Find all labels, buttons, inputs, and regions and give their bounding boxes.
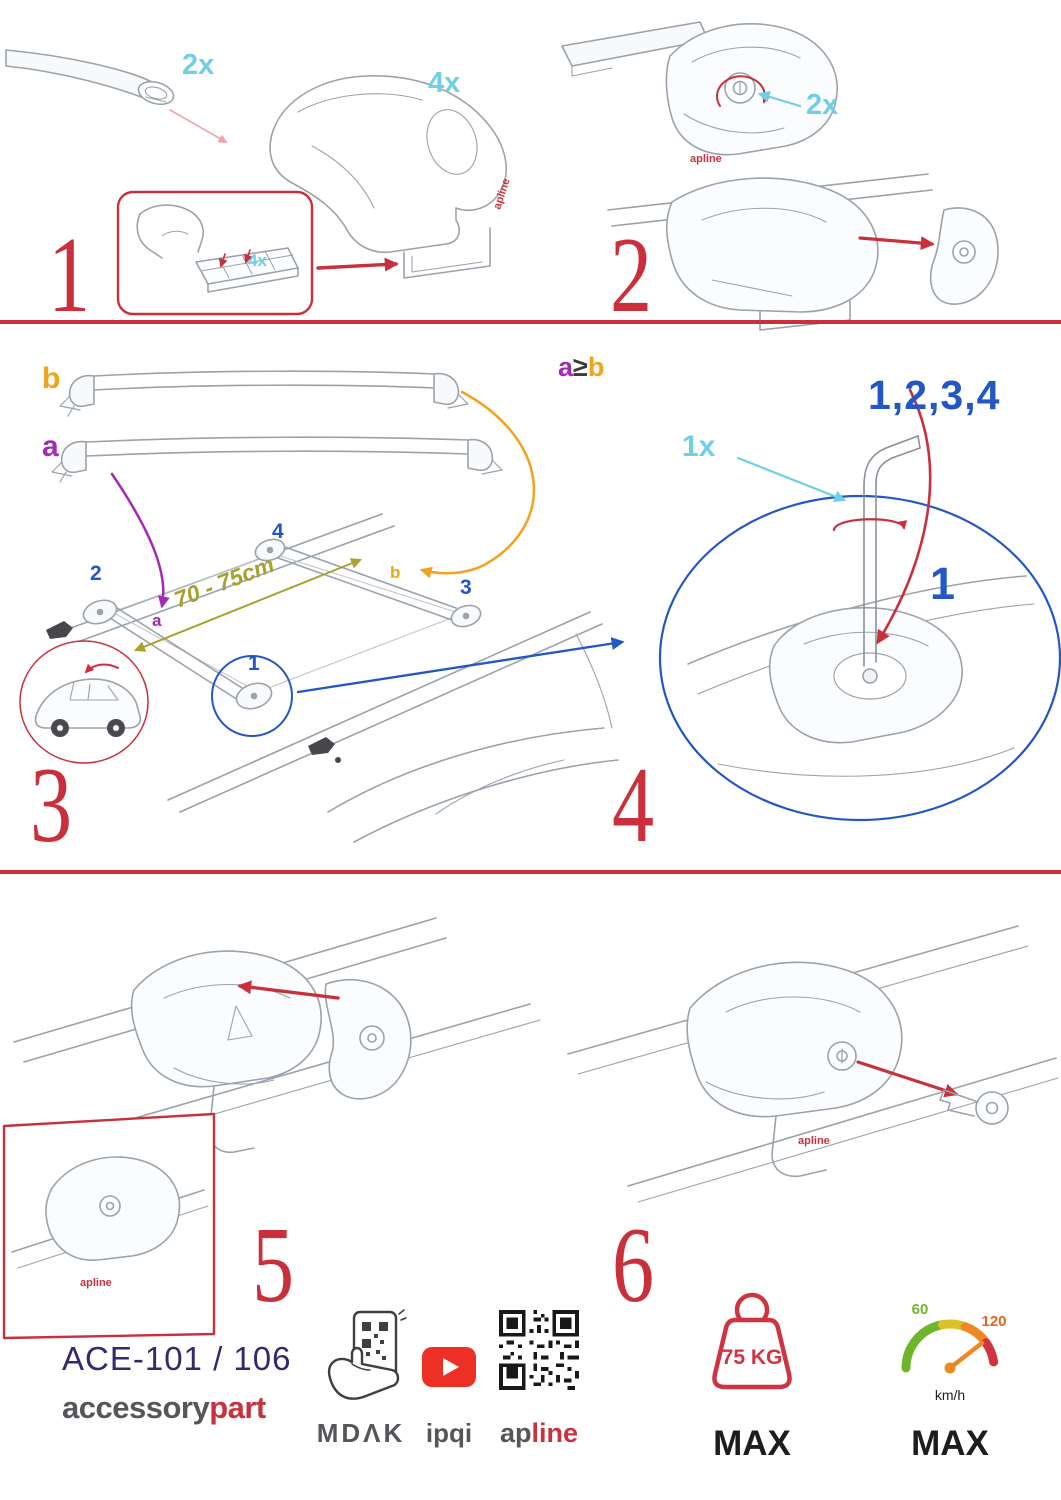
- foot-with-lock: [561, 21, 838, 156]
- distance-arrow: [133, 558, 363, 652]
- qr-brand-line: line: [531, 1418, 579, 1448]
- allen-key-icon: [863, 435, 921, 667]
- section-divider-2: [0, 870, 1061, 874]
- speed-high-label: 120: [981, 1313, 1006, 1330]
- max-speed-icon: 60 120 km/h: [901, 1301, 1007, 1403]
- step3-illustration: b a 2 4 3 1 b a 70 - 75cm: [19, 362, 625, 843]
- foot-top-view: [768, 607, 963, 744]
- foot-with-cover: [607, 173, 999, 331]
- step5-illustration: apline: [2, 917, 541, 1340]
- tighten-order-label: 1,2,3,4: [868, 372, 1001, 418]
- cover-slide-arrow: [237, 980, 340, 1000]
- roof-position-1: 1: [248, 652, 260, 675]
- step-3-number: 3: [30, 746, 73, 865]
- qr-brand-ap: ap: [499, 1418, 532, 1448]
- crossbar-illustration: [5, 49, 175, 106]
- step-4-number: 4: [612, 746, 655, 865]
- bar-insert-arrow: [169, 109, 228, 143]
- detail-callout-arrow: [296, 637, 625, 694]
- tool-callout-arrow: [736, 456, 847, 503]
- bar-a-position-arrow: [110, 472, 170, 609]
- bar-distance-label: 70 - 75cm: [170, 551, 277, 613]
- roof-bar-a-label: a: [152, 611, 162, 630]
- brand-on-foot: apline: [798, 1135, 830, 1147]
- car-roof-arrow: [84, 663, 119, 674]
- rule-a: a: [558, 352, 574, 382]
- roof-position-3: 3: [460, 576, 472, 599]
- cover-attach-arrow: [858, 236, 935, 251]
- rule-a-gte-b: a≥b: [558, 352, 604, 383]
- rule-b: b: [587, 352, 605, 382]
- bar-b-position-arrow: [419, 390, 536, 579]
- rubber-pad-inset: [116, 190, 314, 316]
- section-divider-1: [0, 320, 1061, 324]
- step-1-number: 1: [48, 216, 91, 335]
- detail-circle: [658, 494, 1061, 822]
- foot-quantity-label: 4x: [428, 67, 460, 99]
- first-position-label: 1: [930, 558, 956, 609]
- step4-illustration: [658, 388, 1061, 822]
- max-load-label: MAX: [713, 1424, 791, 1463]
- brand-on-foot: apline: [80, 1277, 112, 1289]
- phone-qr-scan-icon: [327, 1309, 407, 1400]
- step6-illustration: apline: [567, 925, 1059, 1203]
- rule-operator: ≥: [573, 352, 588, 382]
- crossbar-b: [59, 370, 469, 417]
- brand-logo: accessorypart: [62, 1390, 266, 1426]
- gauge-needle: [947, 1340, 985, 1371]
- step2-illustration: 2x apline: [561, 21, 999, 331]
- video-channel-label: ipqi: [425, 1418, 473, 1448]
- max-load-value: 75 KG: [722, 1346, 783, 1369]
- bar-a-label: a: [42, 430, 59, 463]
- brand-logo-part: part: [209, 1390, 266, 1425]
- lock-quantity-label: 2x: [806, 89, 838, 121]
- app-label: MDΛK: [316, 1418, 406, 1448]
- speed-low-label: 60: [912, 1301, 929, 1318]
- locked-foot-inset: [2, 1112, 216, 1340]
- roof-bar-b-label: b: [390, 563, 400, 582]
- tool-quantity-label: 1x: [682, 430, 716, 463]
- step-5-number: 5: [252, 1206, 295, 1325]
- product-code: ACE-101 / 106: [62, 1340, 292, 1377]
- bar-quantity-label: 2x: [182, 49, 214, 81]
- tighten-rotate-arrow: [832, 518, 908, 532]
- step1-illustration: 2x 4x 4x apline: [5, 49, 513, 316]
- foot-with-key-lock: [686, 961, 903, 1178]
- roof-position-2: 2: [90, 562, 102, 585]
- speed-unit-label: km/h: [935, 1387, 965, 1403]
- brand-on-foot: apline: [690, 153, 722, 165]
- step-2-number: 2: [610, 216, 653, 335]
- cover-piece: [324, 978, 412, 1100]
- step-6-number: 6: [612, 1206, 655, 1325]
- crossbar-a: [51, 436, 503, 483]
- qr-code: [499, 1310, 579, 1390]
- key-callout-arrow: [856, 1060, 959, 1098]
- roof-position-4: 4: [272, 520, 284, 543]
- car-inset: [19, 640, 149, 764]
- position-1-circle: [211, 655, 293, 737]
- brand-on-foot: apline: [491, 177, 512, 211]
- roof-scene: [46, 513, 619, 843]
- order-to-bolt-arrow: [876, 388, 932, 645]
- max-speed-label: MAX: [911, 1424, 989, 1463]
- pad-quantity-label: 4x: [248, 251, 267, 270]
- qr-brand-label: apline: [489, 1418, 589, 1449]
- pad-to-foot-arrow: [316, 257, 399, 272]
- max-load-icon: 75 KG: [712, 1292, 792, 1390]
- foot-illustration: [269, 75, 508, 279]
- key-illustration: [939, 1089, 1009, 1125]
- lock-callout-arrow: [757, 91, 802, 108]
- brand-logo-accessory: accessory: [62, 1390, 210, 1425]
- bar-b-label: b: [42, 362, 60, 395]
- youtube-icon: [422, 1347, 476, 1387]
